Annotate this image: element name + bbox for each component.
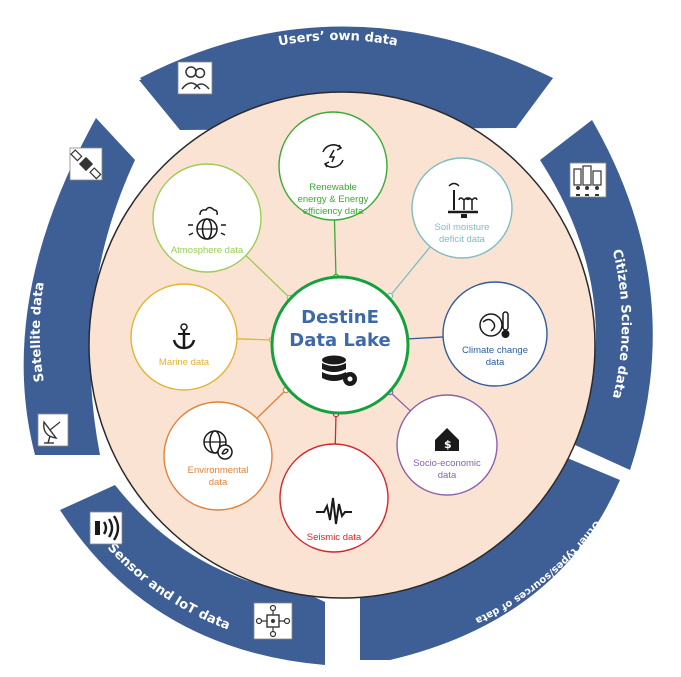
center-title-line2: Data Lake xyxy=(289,330,390,351)
iot-network-icon xyxy=(253,602,293,640)
center-title-line1: DestinE xyxy=(301,307,379,328)
climate-globe-icon xyxy=(479,311,510,338)
node-label-seismic: Seismic data xyxy=(307,532,362,543)
connector-socio xyxy=(389,391,411,412)
node-circle-soil xyxy=(411,157,513,259)
database-gear-icon xyxy=(322,355,357,386)
node-label-line: deficit data xyxy=(439,234,486,245)
wifi-signal-icon xyxy=(89,511,123,545)
connector-soil xyxy=(389,246,431,297)
node-label-atmosphere: Atmosphere data xyxy=(171,245,244,256)
node-seismic: Seismic data xyxy=(279,443,389,553)
connector-atmosphere xyxy=(245,255,291,299)
band-satellite xyxy=(23,118,135,455)
satellite-icon xyxy=(69,147,103,181)
users-icon xyxy=(177,61,213,95)
center-circle xyxy=(270,275,410,415)
center-node: DestinE Data Lake xyxy=(270,275,410,415)
node-circle-renewable xyxy=(278,111,388,221)
connector-seismic xyxy=(334,413,337,445)
node-label-line: Renewable xyxy=(309,182,357,193)
node-circle-atmosphere xyxy=(152,163,262,273)
node-label-line: energy & Energy xyxy=(298,194,369,205)
node-label-line: Atmosphere data xyxy=(171,245,244,256)
svg-text:$: $ xyxy=(444,438,452,451)
node-circle-environmental xyxy=(163,401,273,511)
satellite-dish-icon xyxy=(37,413,69,447)
node-atmosphere: Atmosphere data xyxy=(152,163,262,273)
band-label-users: Users’ own data xyxy=(277,29,399,50)
node-label-line: Seismic data xyxy=(307,532,362,543)
node-label-line: Soil moisture xyxy=(435,222,490,233)
node-label-line: Socio-economic xyxy=(413,458,481,469)
node-label-marine: Marine data xyxy=(159,357,210,368)
seismic-wave-icon xyxy=(316,497,352,525)
connector-environmental xyxy=(256,389,287,419)
soil-sensor-icon xyxy=(448,182,478,218)
band-citizen xyxy=(540,120,653,470)
band-other xyxy=(360,455,620,660)
node-label-line: data xyxy=(486,357,505,368)
node-label-line: Environmental xyxy=(188,465,249,476)
node-marine: Marine data xyxy=(130,283,238,391)
globe-leaf-icon xyxy=(203,430,233,460)
node-label-line: data xyxy=(209,477,228,488)
weather-globe-icon xyxy=(188,206,226,240)
connector-renewable xyxy=(333,219,337,278)
node-label-line: data xyxy=(438,470,457,481)
node-label-line: efficiency data xyxy=(303,206,364,217)
connector-climate xyxy=(405,336,444,340)
band-label-satellite: Satellite data xyxy=(29,281,48,383)
city-people-icon xyxy=(569,162,607,198)
anchor-icon xyxy=(172,323,196,350)
node-circle-climate xyxy=(442,281,548,387)
node-label-line: Marine data xyxy=(159,357,210,368)
node-label-line: Climate change xyxy=(462,345,528,356)
recycle-energy-icon xyxy=(322,144,344,168)
connector-marine xyxy=(236,338,273,341)
house-dollar-icon: $ xyxy=(435,428,459,451)
band-users-arc xyxy=(140,26,553,130)
